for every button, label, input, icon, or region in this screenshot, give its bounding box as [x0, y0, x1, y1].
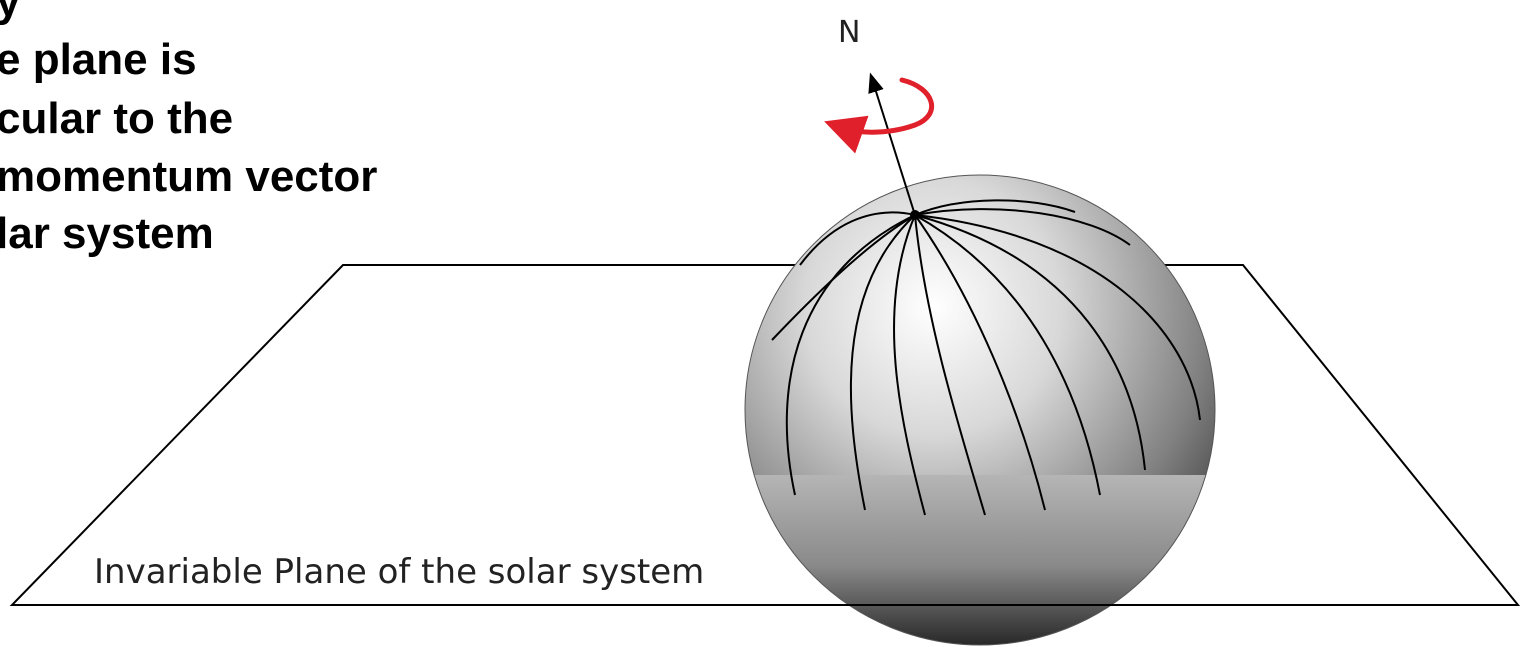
- plane-label: Invariable Plane of the solar system: [94, 552, 704, 592]
- heading-line-2: e plane is: [0, 35, 197, 84]
- meridian-lines: [771, 199, 1201, 516]
- heading-line-3: cular to the: [0, 94, 234, 143]
- north-label: N: [838, 15, 860, 50]
- rotation-axis-arrow: [868, 72, 916, 216]
- rotation-direction-arrow: [824, 77, 935, 154]
- heading-line-5: lar system: [0, 209, 214, 258]
- heading-line-1: y: [0, 0, 21, 26]
- heading-line-4: momentum vector: [0, 152, 378, 201]
